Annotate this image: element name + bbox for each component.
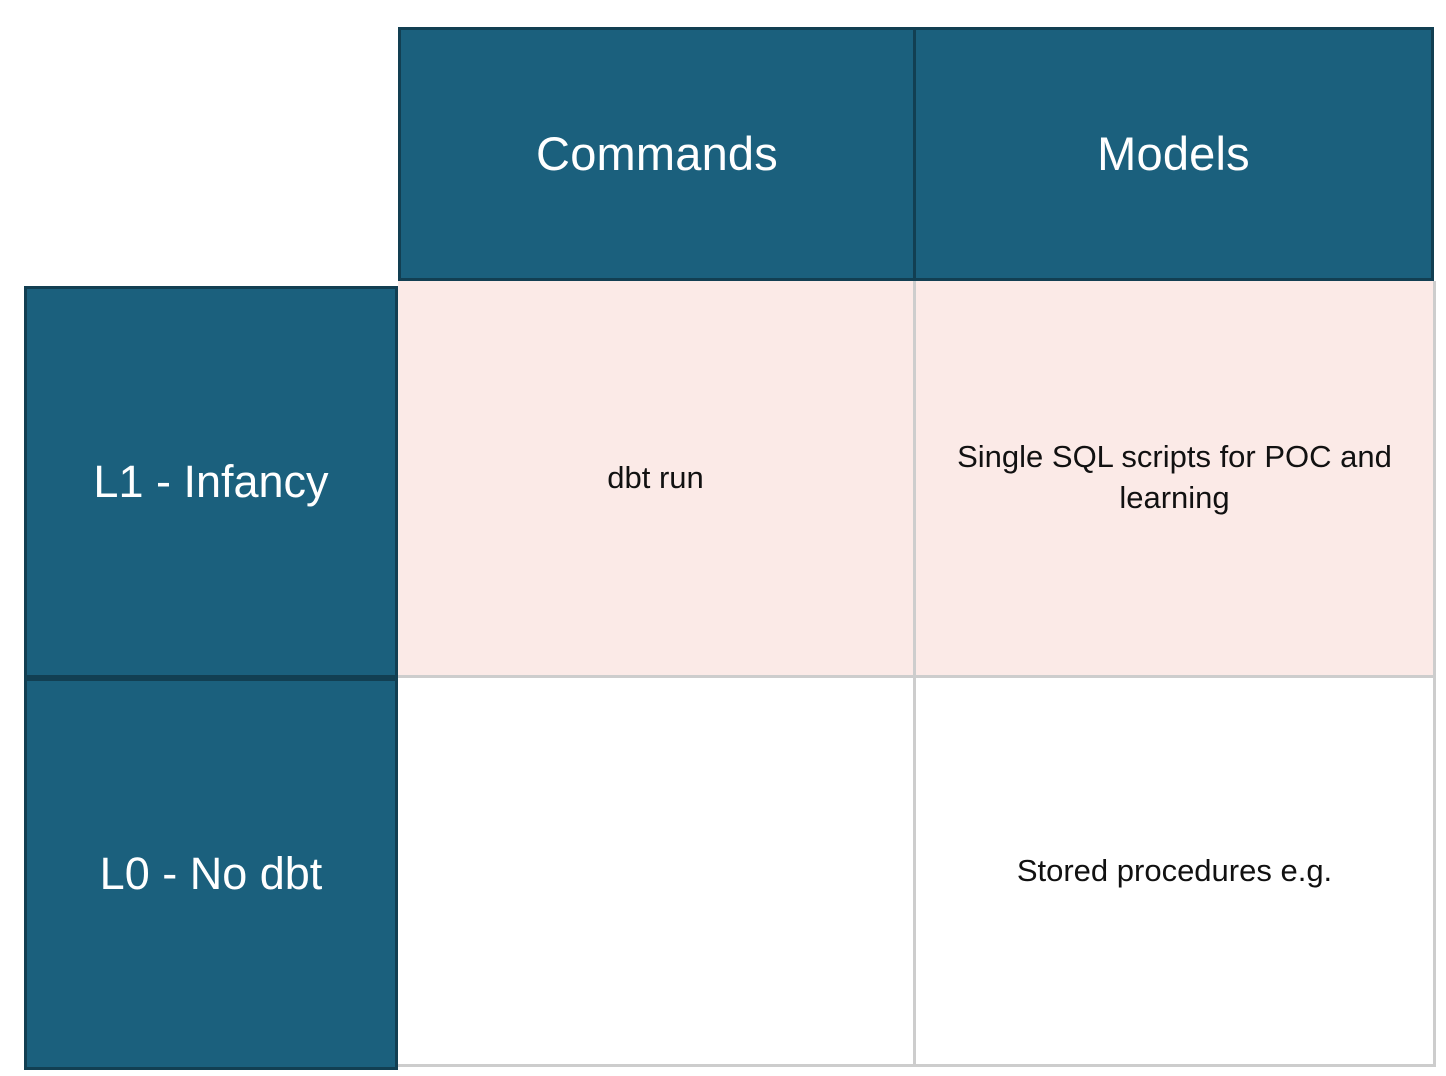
column-header-commands-label: Commands bbox=[536, 126, 778, 180]
row-header-l1-infancy: L1 - Infancy bbox=[24, 286, 398, 678]
cell-l0-models: Stored procedures e.g. bbox=[916, 678, 1436, 1067]
row-header-l1-infancy-label: L1 - Infancy bbox=[93, 456, 329, 508]
cell-l1-models-text: Single SQL scripts for POC and learning bbox=[957, 439, 1392, 515]
cell-l1-models: Single SQL scripts for POC and learning bbox=[916, 281, 1436, 678]
cell-l1-commands-text: dbt run bbox=[607, 459, 704, 495]
cell-l0-models-text: Stored procedures e.g. bbox=[1016, 852, 1333, 888]
row-header-l0-no-dbt: L0 - No dbt bbox=[24, 678, 398, 1070]
column-header-models-label: Models bbox=[1097, 126, 1250, 180]
row-header-l0-no-dbt-label: L0 - No dbt bbox=[99, 848, 323, 900]
column-header-commands: Commands bbox=[398, 27, 916, 281]
cell-l0-commands bbox=[398, 678, 916, 1067]
column-header-models: Models bbox=[916, 27, 1434, 281]
cell-l1-commands: dbt run bbox=[398, 281, 916, 678]
